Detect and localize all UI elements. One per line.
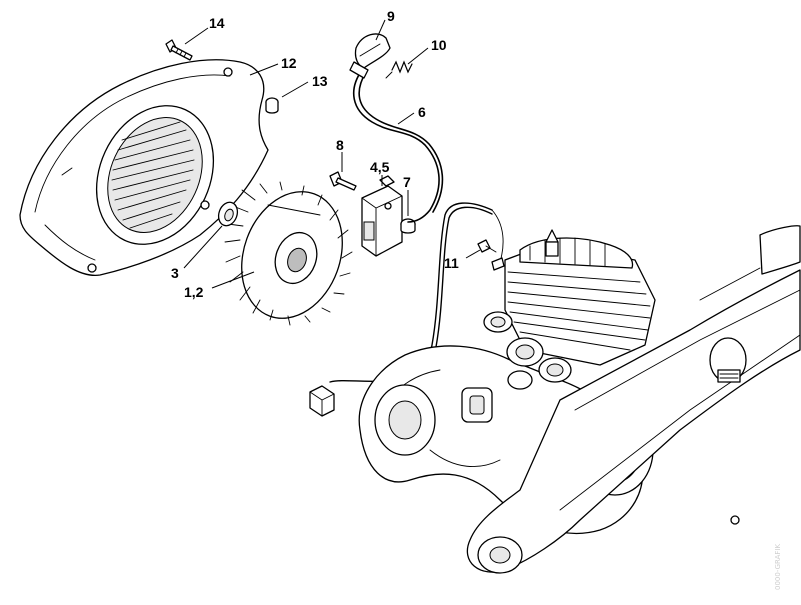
callout-13: 13 — [312, 73, 328, 89]
callout-12: 12 — [281, 55, 297, 71]
ignition-module — [361, 175, 403, 257]
washer-3 — [217, 201, 239, 227]
flywheel — [224, 181, 353, 326]
callout-11: 11 — [444, 255, 459, 271]
callout-1-2: 1,2 — [184, 284, 204, 300]
sleeve-13 — [265, 97, 279, 114]
watermark: 0000-GRAFIK — [774, 544, 782, 590]
callout-8: 8 — [336, 137, 344, 153]
spring-10 — [385, 60, 413, 79]
callout-14: 14 — [209, 15, 225, 31]
callout-labels: 14 12 13 9 10 6 8 4,5 7 11 3 1,2 — [171, 8, 459, 300]
spark-plug-boot — [349, 33, 391, 79]
switch-terminal — [309, 385, 335, 417]
callout-10: 10 — [431, 37, 447, 53]
screw-8 — [329, 171, 357, 191]
callout-9: 9 — [387, 8, 395, 24]
leader-lines — [183, 19, 481, 289]
screw-11 — [477, 239, 505, 271]
ignition-lead — [353, 69, 444, 223]
fan-housing-cover — [19, 59, 269, 276]
callout-7: 7 — [403, 174, 411, 190]
screw-14 — [165, 39, 193, 61]
engine-assembly — [358, 225, 801, 574]
callout-6: 6 — [418, 104, 426, 120]
callout-3: 3 — [171, 265, 179, 281]
callout-4-5: 4,5 — [370, 159, 390, 175]
